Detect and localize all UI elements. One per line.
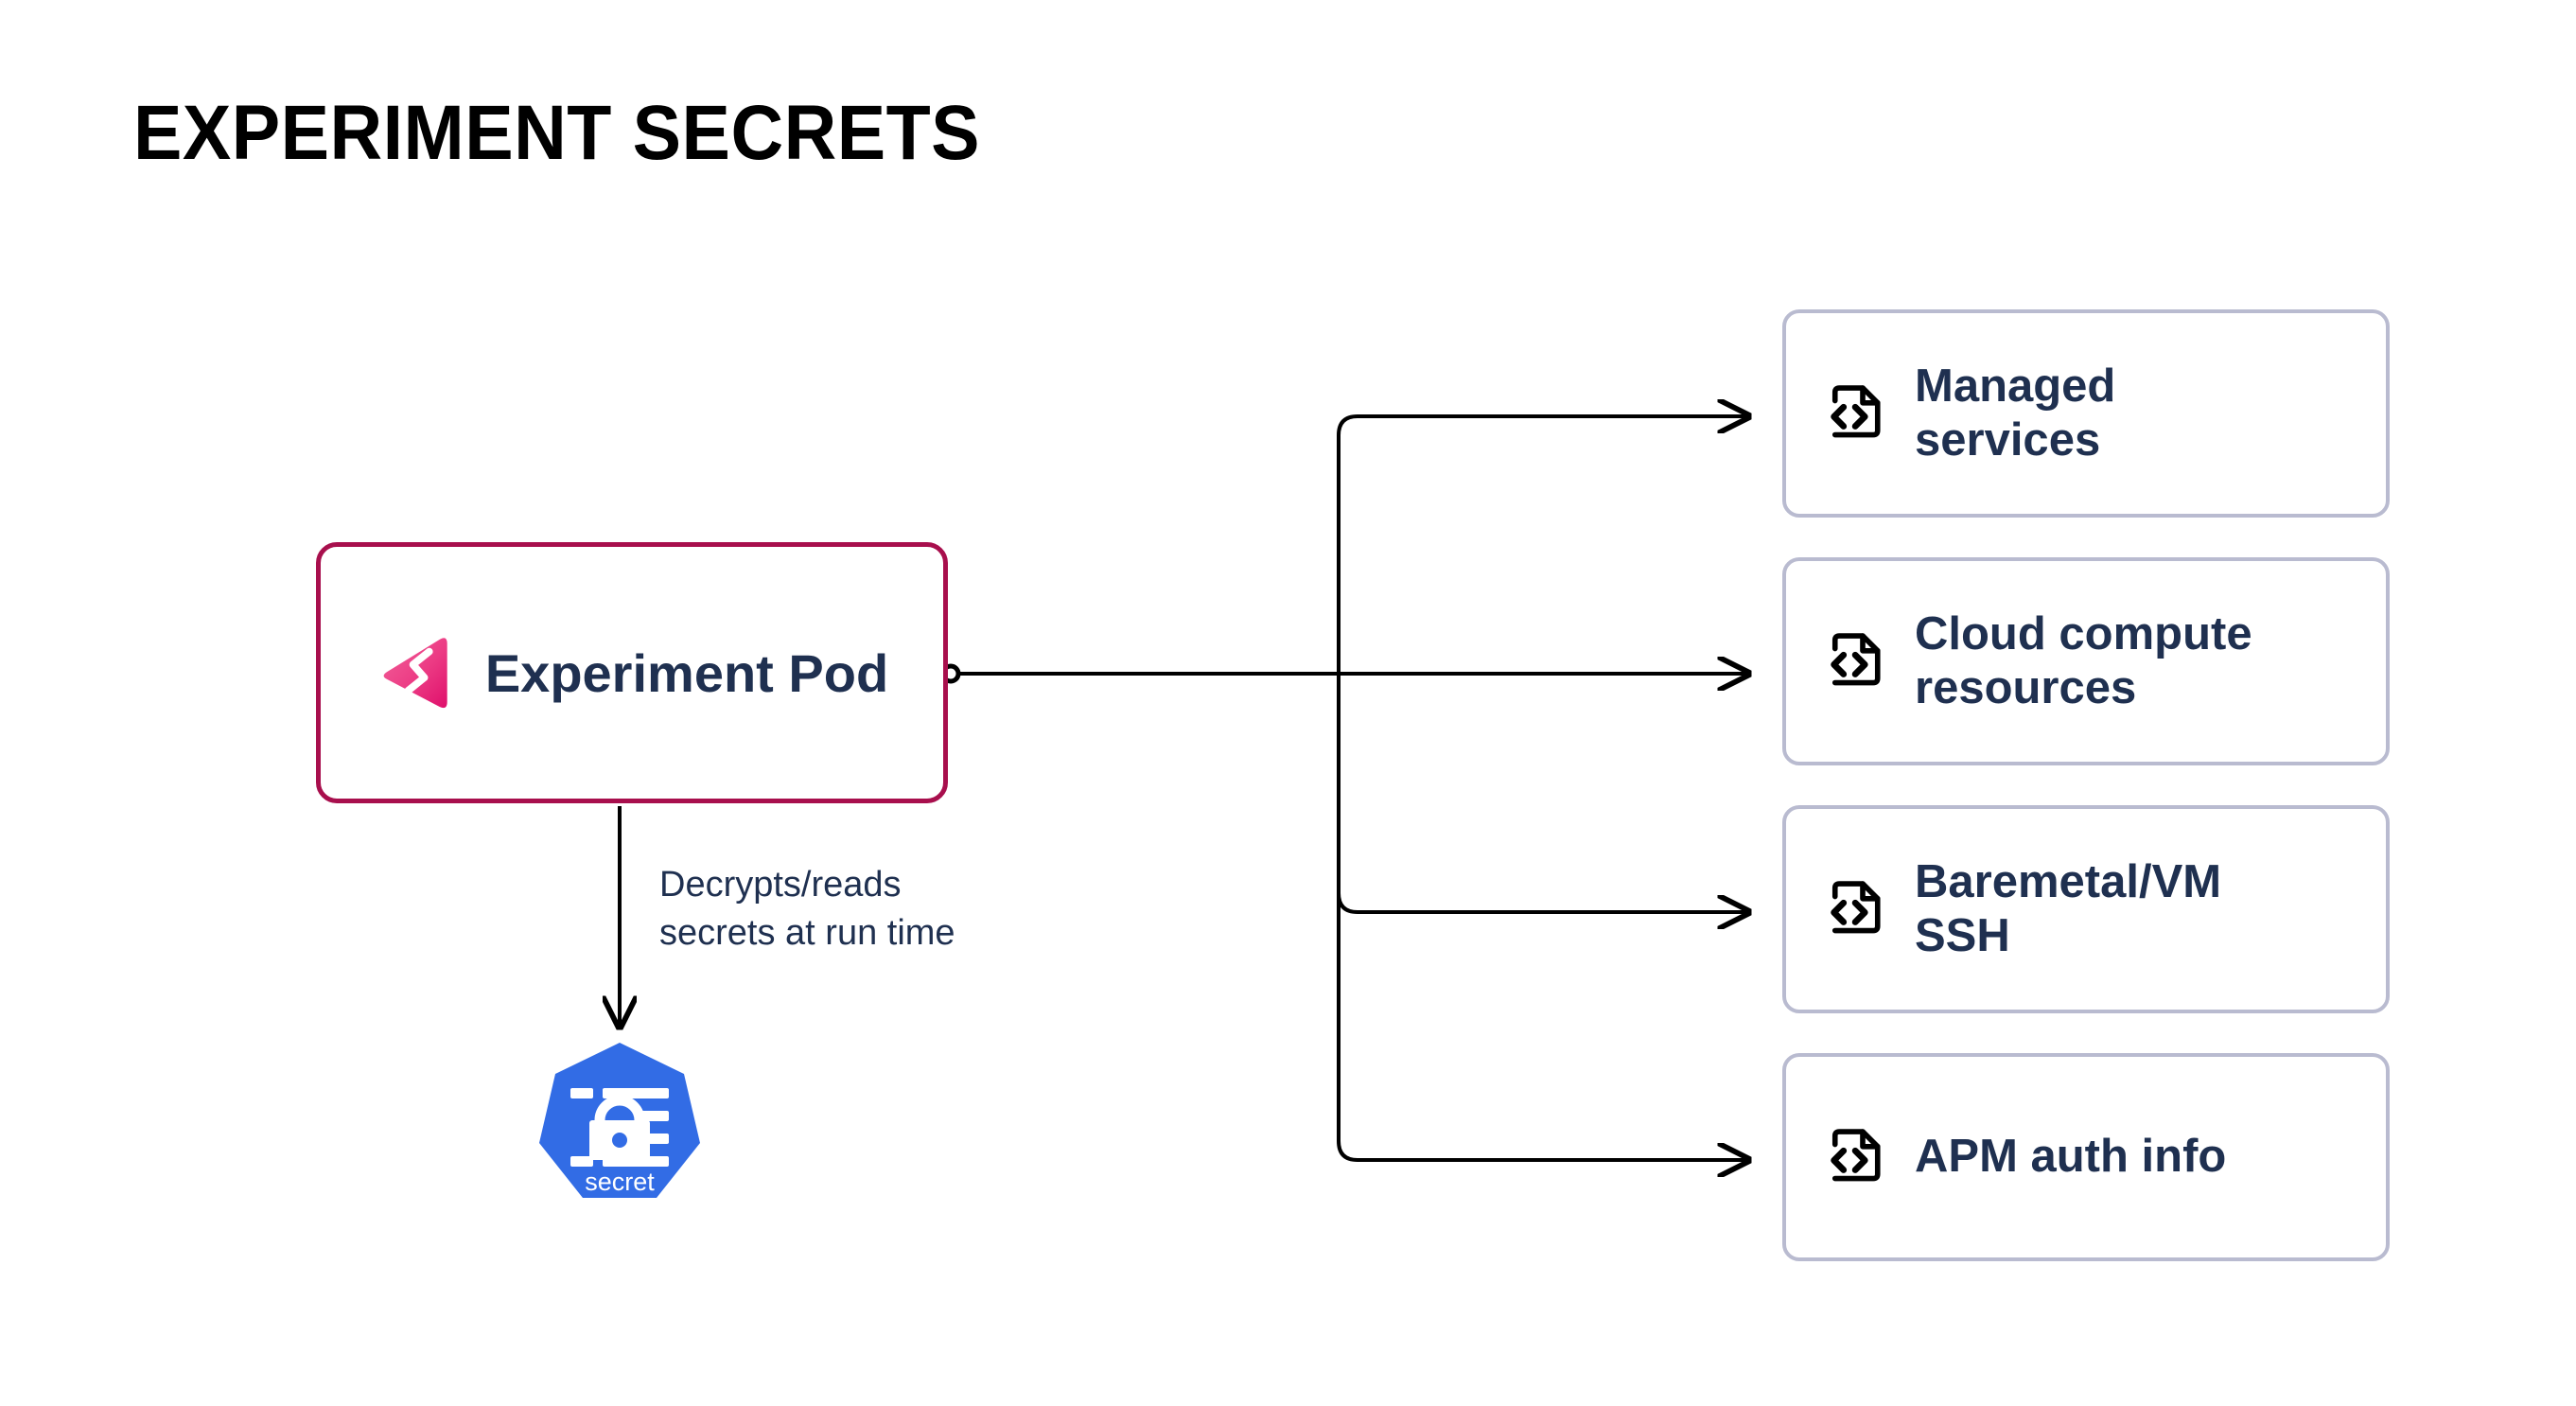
card-label-line1: Cloud compute	[1915, 607, 2252, 659]
card-label: Managed services	[1915, 360, 2115, 468]
node-experiment-pod[interactable]: Experiment Pod	[316, 542, 948, 803]
card-label-line2: resources	[1915, 662, 2137, 713]
edge-label-line2: secrets at run time	[659, 913, 955, 954]
edge-pod-to-branch	[940, 663, 1339, 684]
card-label-line2: services	[1915, 414, 2101, 466]
card-label: Cloud compute resources	[1915, 607, 2252, 716]
card-cloud-compute-resources[interactable]: Cloud compute resources	[1782, 557, 2390, 765]
code-file-icon	[1831, 385, 1881, 438]
card-label-line1: Managed	[1915, 360, 2116, 412]
node-experiment-pod-label: Experiment Pod	[484, 642, 889, 703]
card-label: Baremetal/VM SSH	[1915, 855, 2221, 964]
card-label-line1: Baremetal/VM	[1915, 855, 2222, 907]
edge-to-managed-services	[1337, 416, 1748, 674]
card-label: APM auth info	[1915, 1130, 2226, 1184]
edge-label-decrypt-reads: Decrypts/reads secrets at run time	[659, 861, 1057, 958]
node-kubernetes-secret[interactable]: secret	[534, 1039, 705, 1228]
kubernetes-secret-icon: secret	[539, 1043, 700, 1198]
kubernetes-secret-label: secret	[585, 1168, 655, 1196]
edge-to-baremetal-ssh	[1337, 674, 1748, 912]
card-label-line2: SSH	[1915, 910, 2010, 961]
card-managed-services[interactable]: Managed services	[1782, 309, 2390, 518]
page-title: EXPERIMENT SECRETS	[133, 90, 981, 176]
code-file-icon	[1831, 1129, 1881, 1182]
edge-to-apm-auth	[1337, 674, 1748, 1160]
experiment-pod-logo	[383, 638, 447, 709]
code-file-icon	[1831, 633, 1881, 686]
card-apm-auth-info[interactable]: APM auth info	[1782, 1053, 2390, 1261]
card-label-line1: APM auth info	[1915, 1131, 2227, 1183]
code-file-icon	[1831, 881, 1881, 934]
edge-label-line1: Decrypts/reads	[659, 865, 902, 905]
card-baremetal-vm-ssh[interactable]: Baremetal/VM SSH	[1782, 805, 2390, 1013]
